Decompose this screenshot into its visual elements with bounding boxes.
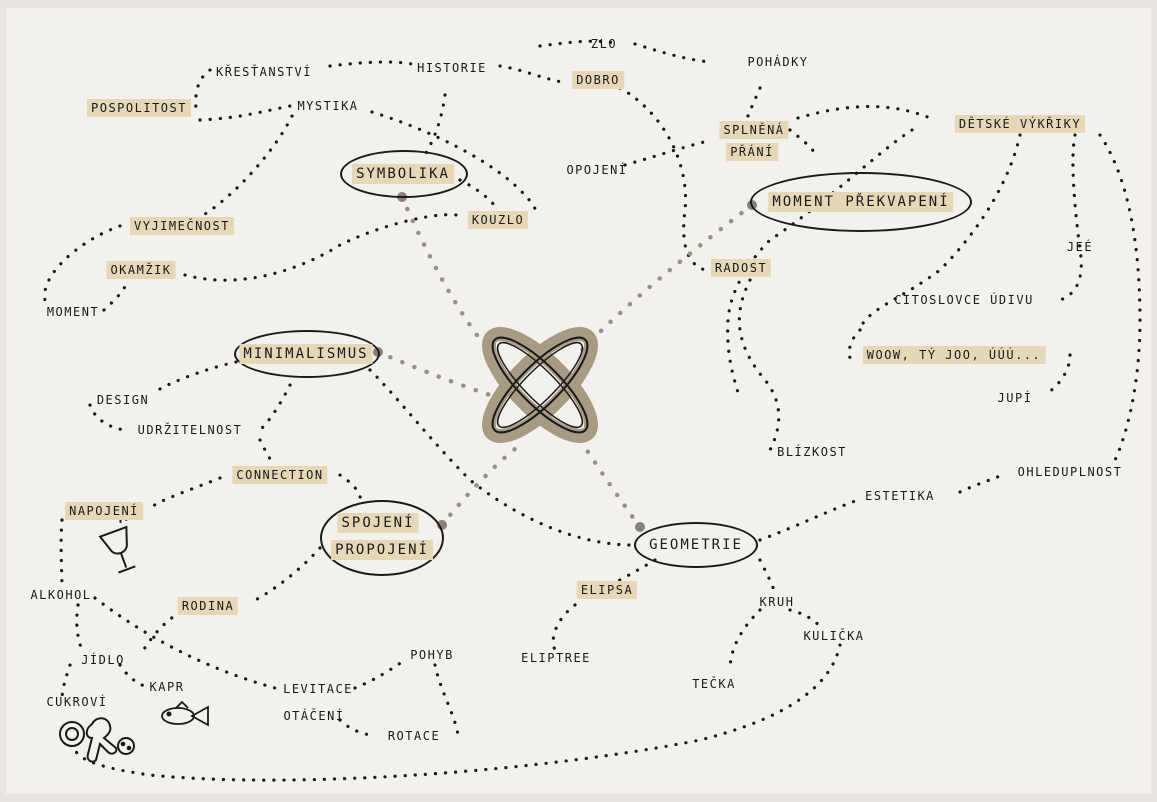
term-pohadky: POHÁDKY [747, 56, 808, 68]
term-historie: HISTORIE [417, 62, 487, 74]
term-tecka: TEČKA [692, 678, 736, 690]
connector [77, 605, 82, 650]
connector [620, 88, 705, 270]
term-citoslovce-udivu: CITOSLOVCE ÚDIVU [894, 294, 1034, 306]
connector [790, 610, 822, 630]
term-kapr: KAPR [150, 681, 185, 693]
connector [425, 95, 445, 155]
term-okamzik: OKAMŽIK [106, 261, 175, 279]
connector [748, 88, 760, 116]
term-ohleduplnost: OHLEDUPLNOST [1018, 466, 1123, 478]
connector [553, 605, 575, 650]
term-estetika: ESTETIKA [865, 490, 935, 502]
hub-propojeni: PROPOJENÍ [331, 540, 433, 560]
term-radost: RADOST [711, 259, 771, 277]
term-kruh: KRUH [760, 596, 795, 608]
hub-spojeni: SPOJENÍ [337, 513, 418, 533]
term-udrzitelnost: UDRŽITELNOST [138, 424, 243, 436]
term-prani: PŘÁNÍ [726, 143, 778, 161]
term-pospolitost: POSPOLITOST [87, 99, 191, 117]
connector [798, 106, 935, 120]
connector [730, 610, 760, 670]
term-levitace: LEVITACE [283, 683, 353, 695]
connector [61, 520, 62, 590]
term-elipsa: ELIPSA [577, 581, 637, 599]
term-vyjimecnost: VYJIMEČNOST [130, 217, 234, 235]
connector [1045, 355, 1070, 395]
term-connection: CONNECTION [232, 466, 327, 484]
term-woow: WOOW, TÝ JOO, ÚÚÚ... [863, 346, 1046, 364]
connector [250, 548, 320, 603]
term-rodina: RODINA [178, 597, 238, 615]
connector [330, 62, 412, 66]
term-krestanstvi: KŘESŤANSTVÍ [216, 66, 312, 78]
term-pohyb: POHYB [410, 649, 454, 661]
term-alkohol: ALKOHOL [30, 589, 91, 601]
fish-icon [162, 702, 208, 725]
connector [355, 660, 405, 688]
hub-geometrie: GEOMETRIE [649, 538, 743, 552]
term-blizkost: BLÍZKOST [777, 446, 847, 458]
term-otaceni: OTÁČENÍ [283, 710, 344, 722]
term-dobro: DOBRO [572, 71, 624, 89]
connector [500, 66, 562, 82]
connector [150, 478, 220, 508]
hub-moment-prekvapeni: MOMENT PŘEKVAPENÍ [768, 192, 953, 212]
term-design: DESIGN [97, 394, 149, 406]
connector [262, 385, 290, 428]
connector [200, 106, 290, 120]
term-jupi: JUPÍ [998, 392, 1033, 404]
term-cukrovi: CUKROVÍ [46, 696, 107, 708]
center-connector [580, 440, 640, 527]
wine-glass-icon [96, 514, 144, 574]
term-detske-vykriky: DĚTSKÉ VÝKŘIKY [955, 115, 1085, 133]
connector [104, 280, 128, 310]
term-rotace: ROTACE [388, 730, 440, 742]
term-jee: JEÉ [1067, 241, 1093, 253]
crossed-ellipses-icon [475, 320, 605, 450]
connector [340, 475, 362, 505]
term-opojeni: OPOJENÍ [566, 164, 627, 176]
term-kulicka: KULIČKA [803, 630, 864, 642]
connector [635, 44, 710, 62]
connector [435, 665, 458, 735]
connector [120, 665, 150, 688]
connector [960, 476, 1000, 492]
connector [190, 116, 292, 222]
term-splnena: SPLNĚNÁ [719, 121, 788, 139]
connector [90, 405, 125, 430]
connector [75, 645, 840, 780]
connector-dot [635, 522, 645, 532]
connector [760, 560, 775, 596]
connector [1060, 135, 1081, 300]
connector [625, 140, 712, 165]
hub-minimalismus: MINIMALISMUS [239, 344, 372, 364]
term-zlo: ZLO [591, 38, 617, 50]
connector [196, 70, 210, 108]
term-kouzlo: KOUZLO [468, 211, 528, 229]
connector [849, 330, 860, 358]
connector [790, 130, 814, 152]
center-connector [442, 445, 520, 525]
connector [1100, 135, 1140, 460]
connector [260, 440, 275, 466]
connector [340, 720, 372, 735]
spojeni-ring [320, 500, 444, 576]
term-jidlo: JÍDLO [81, 654, 125, 666]
term-mystika: MYSTIKA [297, 100, 358, 112]
hub-symbolika: SYMBOLIKA [352, 164, 454, 184]
center-connector [378, 352, 490, 395]
term-moment: MOMENT [47, 306, 99, 318]
term-napojeni: NAPOJENÍ [65, 502, 143, 520]
center-connector [582, 205, 752, 350]
connector [739, 280, 778, 450]
term-eliptree: ELIPTREE [521, 652, 591, 664]
connector [460, 180, 495, 206]
cookies-icon [60, 718, 134, 761]
connector [155, 362, 236, 392]
connector [760, 500, 858, 540]
